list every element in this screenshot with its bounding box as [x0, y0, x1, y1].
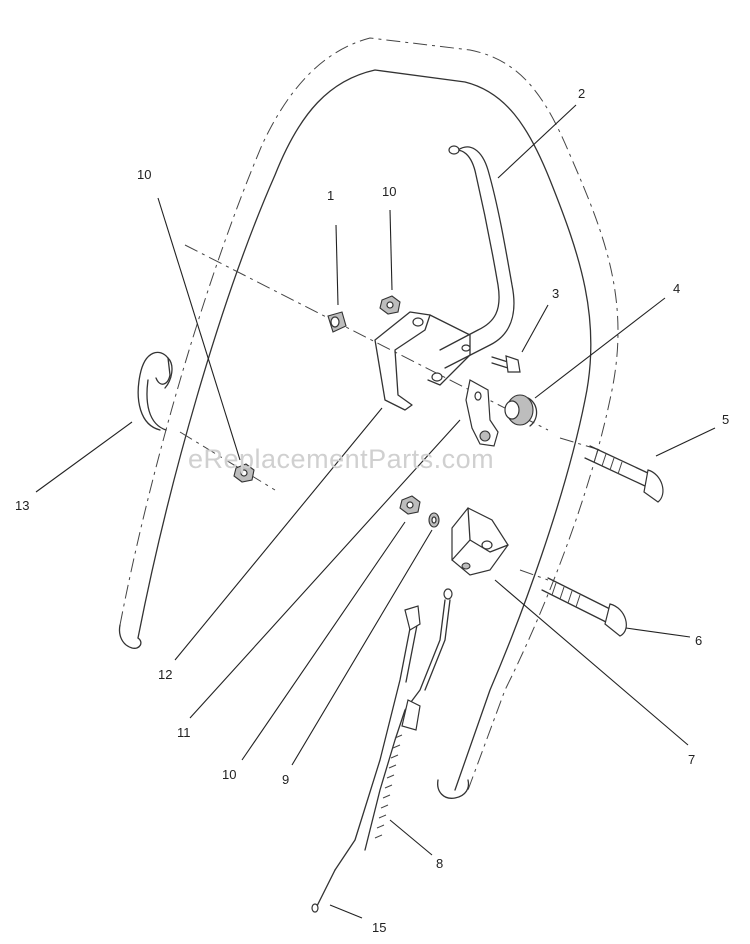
carriage-bolt-lower — [541, 577, 627, 637]
bail-lever — [439, 145, 515, 369]
handle-tube — [118, 37, 619, 799]
callout-7: 7 — [688, 752, 695, 767]
callout-15: 15 — [372, 920, 386, 935]
callout-8: 8 — [436, 856, 443, 871]
carriage-bolt-upper — [584, 445, 664, 503]
bracket-plate — [374, 311, 471, 411]
assembly-axis-upper — [184, 244, 549, 431]
bushing — [327, 311, 347, 333]
callout-12: 12 — [158, 667, 172, 682]
callout-10-bottom: 10 — [222, 767, 236, 782]
callout-1: 1 — [327, 188, 334, 203]
callout-11: 11 — [177, 725, 191, 740]
assembly-axis-lower — [179, 431, 276, 491]
callout-4: 4 — [673, 281, 680, 296]
spacer — [504, 394, 538, 427]
hairpin-spring — [137, 351, 173, 431]
nut-lower — [399, 495, 421, 515]
nut-upper — [379, 295, 401, 315]
washer — [428, 512, 440, 528]
callout-9: 9 — [282, 772, 289, 787]
leader-lines — [35, 104, 716, 919]
cam-lever — [465, 379, 499, 447]
watermark: eReplacementParts.com — [188, 444, 494, 474]
nut-left — [233, 463, 255, 483]
callout-6: 6 — [695, 633, 702, 648]
assembly-axis-bolt6 — [519, 569, 549, 581]
callout-2: 2 — [578, 86, 585, 101]
callout-13: 13 — [15, 498, 29, 513]
callout-3: 3 — [552, 286, 559, 301]
control-cable-long — [311, 605, 421, 913]
callout-10-top: 10 — [382, 184, 396, 199]
small-bolt — [491, 355, 521, 373]
cable-clamp-block — [451, 507, 509, 576]
callout-10-left: 10 — [137, 167, 151, 182]
control-cable — [364, 588, 453, 851]
callout-5: 5 — [722, 412, 729, 427]
